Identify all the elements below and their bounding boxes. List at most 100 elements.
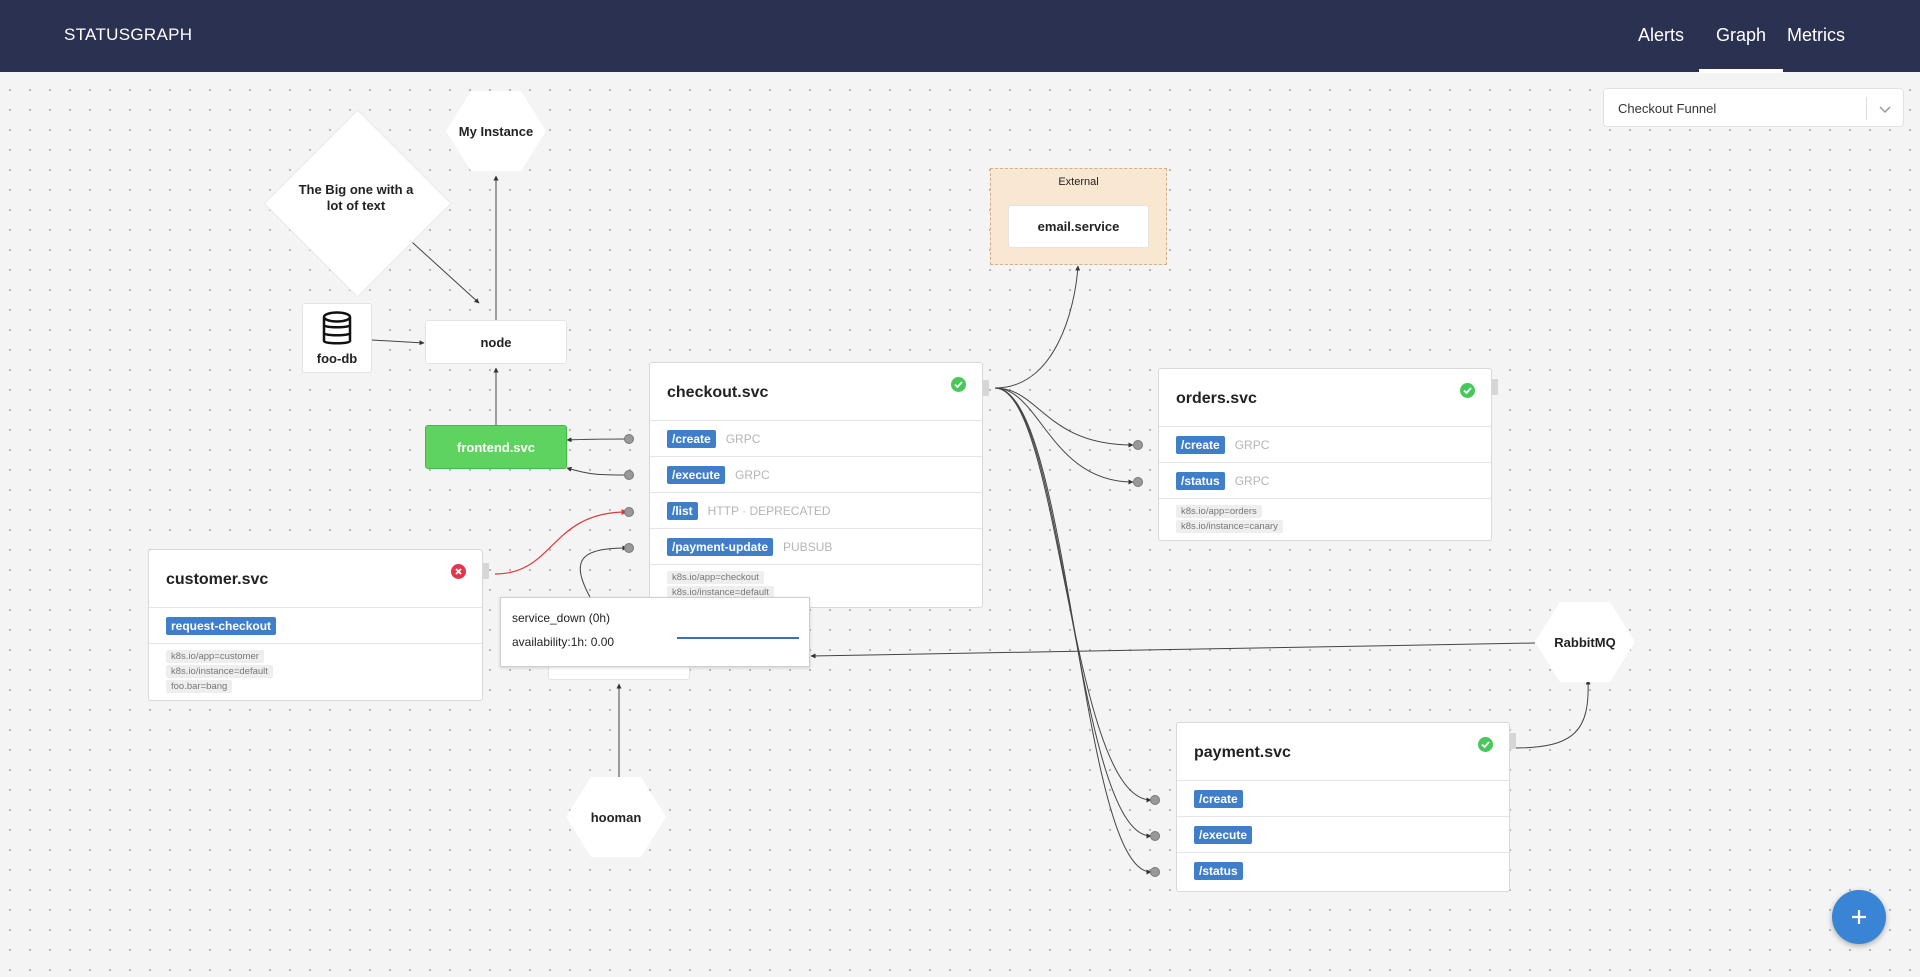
- service-title: customer.svc: [166, 571, 269, 588]
- top-navigation-bar: STATUSGRAPH Alerts Graph Metrics: [0, 0, 1920, 73]
- check-circle-icon: [1478, 737, 1493, 752]
- check-circle-icon: [951, 377, 966, 392]
- port-orders-status[interactable]: [1133, 477, 1143, 487]
- nav-metrics[interactable]: Metrics: [1787, 25, 1845, 45]
- app-brand[interactable]: STATUSGRAPH: [64, 25, 193, 44]
- endpoint-tag: /execute: [1194, 825, 1253, 844]
- nav-alerts[interactable]: Alerts: [1638, 25, 1685, 45]
- port-payment-create[interactable]: [1150, 795, 1160, 805]
- edge-checkout-payment-status: [994, 387, 1152, 875]
- label-badge: k8s.io/app=customer: [166, 650, 264, 663]
- edge-bigone-node: [401, 232, 480, 304]
- node-label: email.service: [1037, 219, 1120, 234]
- port-checkout-payment-update[interactable]: [624, 543, 634, 553]
- edge-customer-list-error: [494, 509, 628, 575]
- node-node[interactable]: node: [425, 320, 567, 364]
- label-badge: k8s.io/instance=default: [166, 665, 273, 678]
- endpoint-row[interactable]: /create GRPC: [1159, 427, 1491, 463]
- plus-icon: [1852, 910, 1866, 924]
- endpoint-row[interactable]: /create GRPC: [650, 421, 982, 457]
- endpoint-protocol: GRPC: [1234, 437, 1270, 452]
- service-payment[interactable]: payment.svc /create /execute /status: [1176, 722, 1510, 892]
- graph-selector[interactable]: Checkout Funnel: [1603, 88, 1904, 127]
- service-header: customer.svc: [149, 550, 482, 608]
- endpoint-row[interactable]: /status: [1177, 853, 1509, 889]
- group-label: External: [1058, 176, 1099, 188]
- endpoint-tag: /status: [1194, 862, 1243, 880]
- tooltip-availability: availability:1h: 0.00: [512, 635, 615, 649]
- endpoint-tag: /list: [667, 501, 698, 520]
- node-big-one-label: The Big one with a lot of text: [298, 182, 414, 213]
- endpoint-protocol: PUBSUB: [783, 539, 833, 554]
- service-checkout[interactable]: checkout.svc /create GRPC /execute GRPC …: [649, 362, 983, 608]
- node-hooman[interactable]: hooman: [566, 777, 666, 857]
- endpoint-protocol: HTTP · DEPRECATED: [707, 503, 831, 518]
- label-badge: k8s.io/app=checkout: [667, 571, 764, 584]
- dropdown-separator: [1866, 97, 1867, 120]
- label-badge: k8s.io/instance=default: [667, 586, 774, 599]
- edge-checkout-orders-status: [994, 387, 1134, 485]
- node-email-service[interactable]: email.service: [1008, 205, 1149, 248]
- port-checkout-create[interactable]: [624, 434, 634, 444]
- node-frontend-svc[interactable]: frontend.svc: [425, 425, 567, 469]
- node-label: foo-db: [316, 351, 358, 366]
- endpoint-tag: /create: [667, 429, 716, 448]
- chevron-down-icon[interactable]: [1875, 99, 1895, 119]
- node-tooltip: service_down (0h) availability:1h: 0.00: [500, 597, 810, 667]
- service-out-port[interactable]: [1510, 733, 1516, 749]
- nav-graph[interactable]: Graph: [1698, 25, 1784, 73]
- edge-checkout-frontend-execute: [566, 466, 628, 476]
- service-out-port[interactable]: [983, 380, 989, 396]
- label-badge: k8s.io/app=orders: [1176, 505, 1262, 518]
- port-orders-create[interactable]: [1133, 440, 1143, 450]
- endpoint-row[interactable]: /execute GRPC: [650, 457, 982, 493]
- endpoint-tag: /create: [1176, 435, 1225, 454]
- node-foo-db[interactable]: foo-db: [302, 303, 372, 373]
- port-payment-execute[interactable]: [1150, 831, 1160, 841]
- service-title: orders.svc: [1176, 390, 1257, 407]
- endpoint-row[interactable]: /list HTTP · DEPRECATED: [650, 493, 982, 529]
- service-header: payment.svc: [1177, 723, 1509, 781]
- service-out-port[interactable]: [1492, 379, 1498, 395]
- endpoint-row[interactable]: /create: [1177, 781, 1509, 817]
- edge-node-payment-update: [579, 545, 628, 598]
- service-title: checkout.svc: [667, 384, 769, 401]
- service-labels: k8s.io/app=checkout k8s.io/instance=defa…: [650, 565, 982, 599]
- node-label: My Instance: [458, 123, 534, 139]
- endpoint-row[interactable]: request-checkout: [149, 608, 482, 644]
- endpoint-protocol: GRPC: [1234, 473, 1270, 488]
- node-label: RabbitMQ: [1554, 634, 1616, 650]
- service-header: checkout.svc: [650, 363, 982, 421]
- edge-payment-rabbitmq: [1514, 679, 1591, 749]
- tooltip-alert: service_down (0h): [512, 611, 611, 625]
- edge-checkout-payment-execute: [994, 387, 1152, 839]
- service-orders[interactable]: orders.svc /create GRPC /status GRPC k8s…: [1158, 368, 1492, 541]
- check-circle-icon: [1460, 383, 1475, 398]
- endpoint-row[interactable]: /payment-update PUBSUB: [650, 529, 982, 565]
- edge-checkout-frontend-create: [566, 437, 628, 443]
- edge-checkout-payment-create: [994, 387, 1152, 803]
- port-payment-status[interactable]: [1150, 867, 1160, 877]
- endpoint-protocol: GRPC: [725, 431, 761, 446]
- port-checkout-list[interactable]: [624, 507, 634, 517]
- node-label: frontend.svc: [456, 439, 535, 455]
- endpoint-row[interactable]: /status GRPC: [1159, 463, 1491, 499]
- availability-sparkline: [677, 637, 799, 639]
- port-checkout-execute[interactable]: [624, 470, 634, 480]
- edge-checkout-orders-create: [994, 387, 1134, 448]
- edge-foodb-node: [371, 339, 425, 346]
- graph-selector-value: Checkout Funnel: [1618, 101, 1717, 116]
- node-label: hooman: [590, 809, 642, 825]
- service-labels: k8s.io/app=orders k8s.io/instance=canary: [1159, 499, 1491, 533]
- service-customer[interactable]: customer.svc request-checkout k8s.io/app…: [148, 549, 483, 701]
- endpoint-tag: request-checkout: [166, 616, 277, 635]
- add-node-button[interactable]: [1832, 890, 1886, 944]
- service-header: orders.svc: [1159, 369, 1491, 427]
- endpoint-protocol: GRPC: [735, 467, 770, 482]
- service-out-port[interactable]: [483, 563, 489, 579]
- group-external[interactable]: External email.service: [990, 168, 1167, 265]
- label-badge: foo.bar=bang: [166, 680, 233, 693]
- service-title: payment.svc: [1194, 744, 1291, 761]
- endpoint-row[interactable]: /execute: [1177, 817, 1509, 853]
